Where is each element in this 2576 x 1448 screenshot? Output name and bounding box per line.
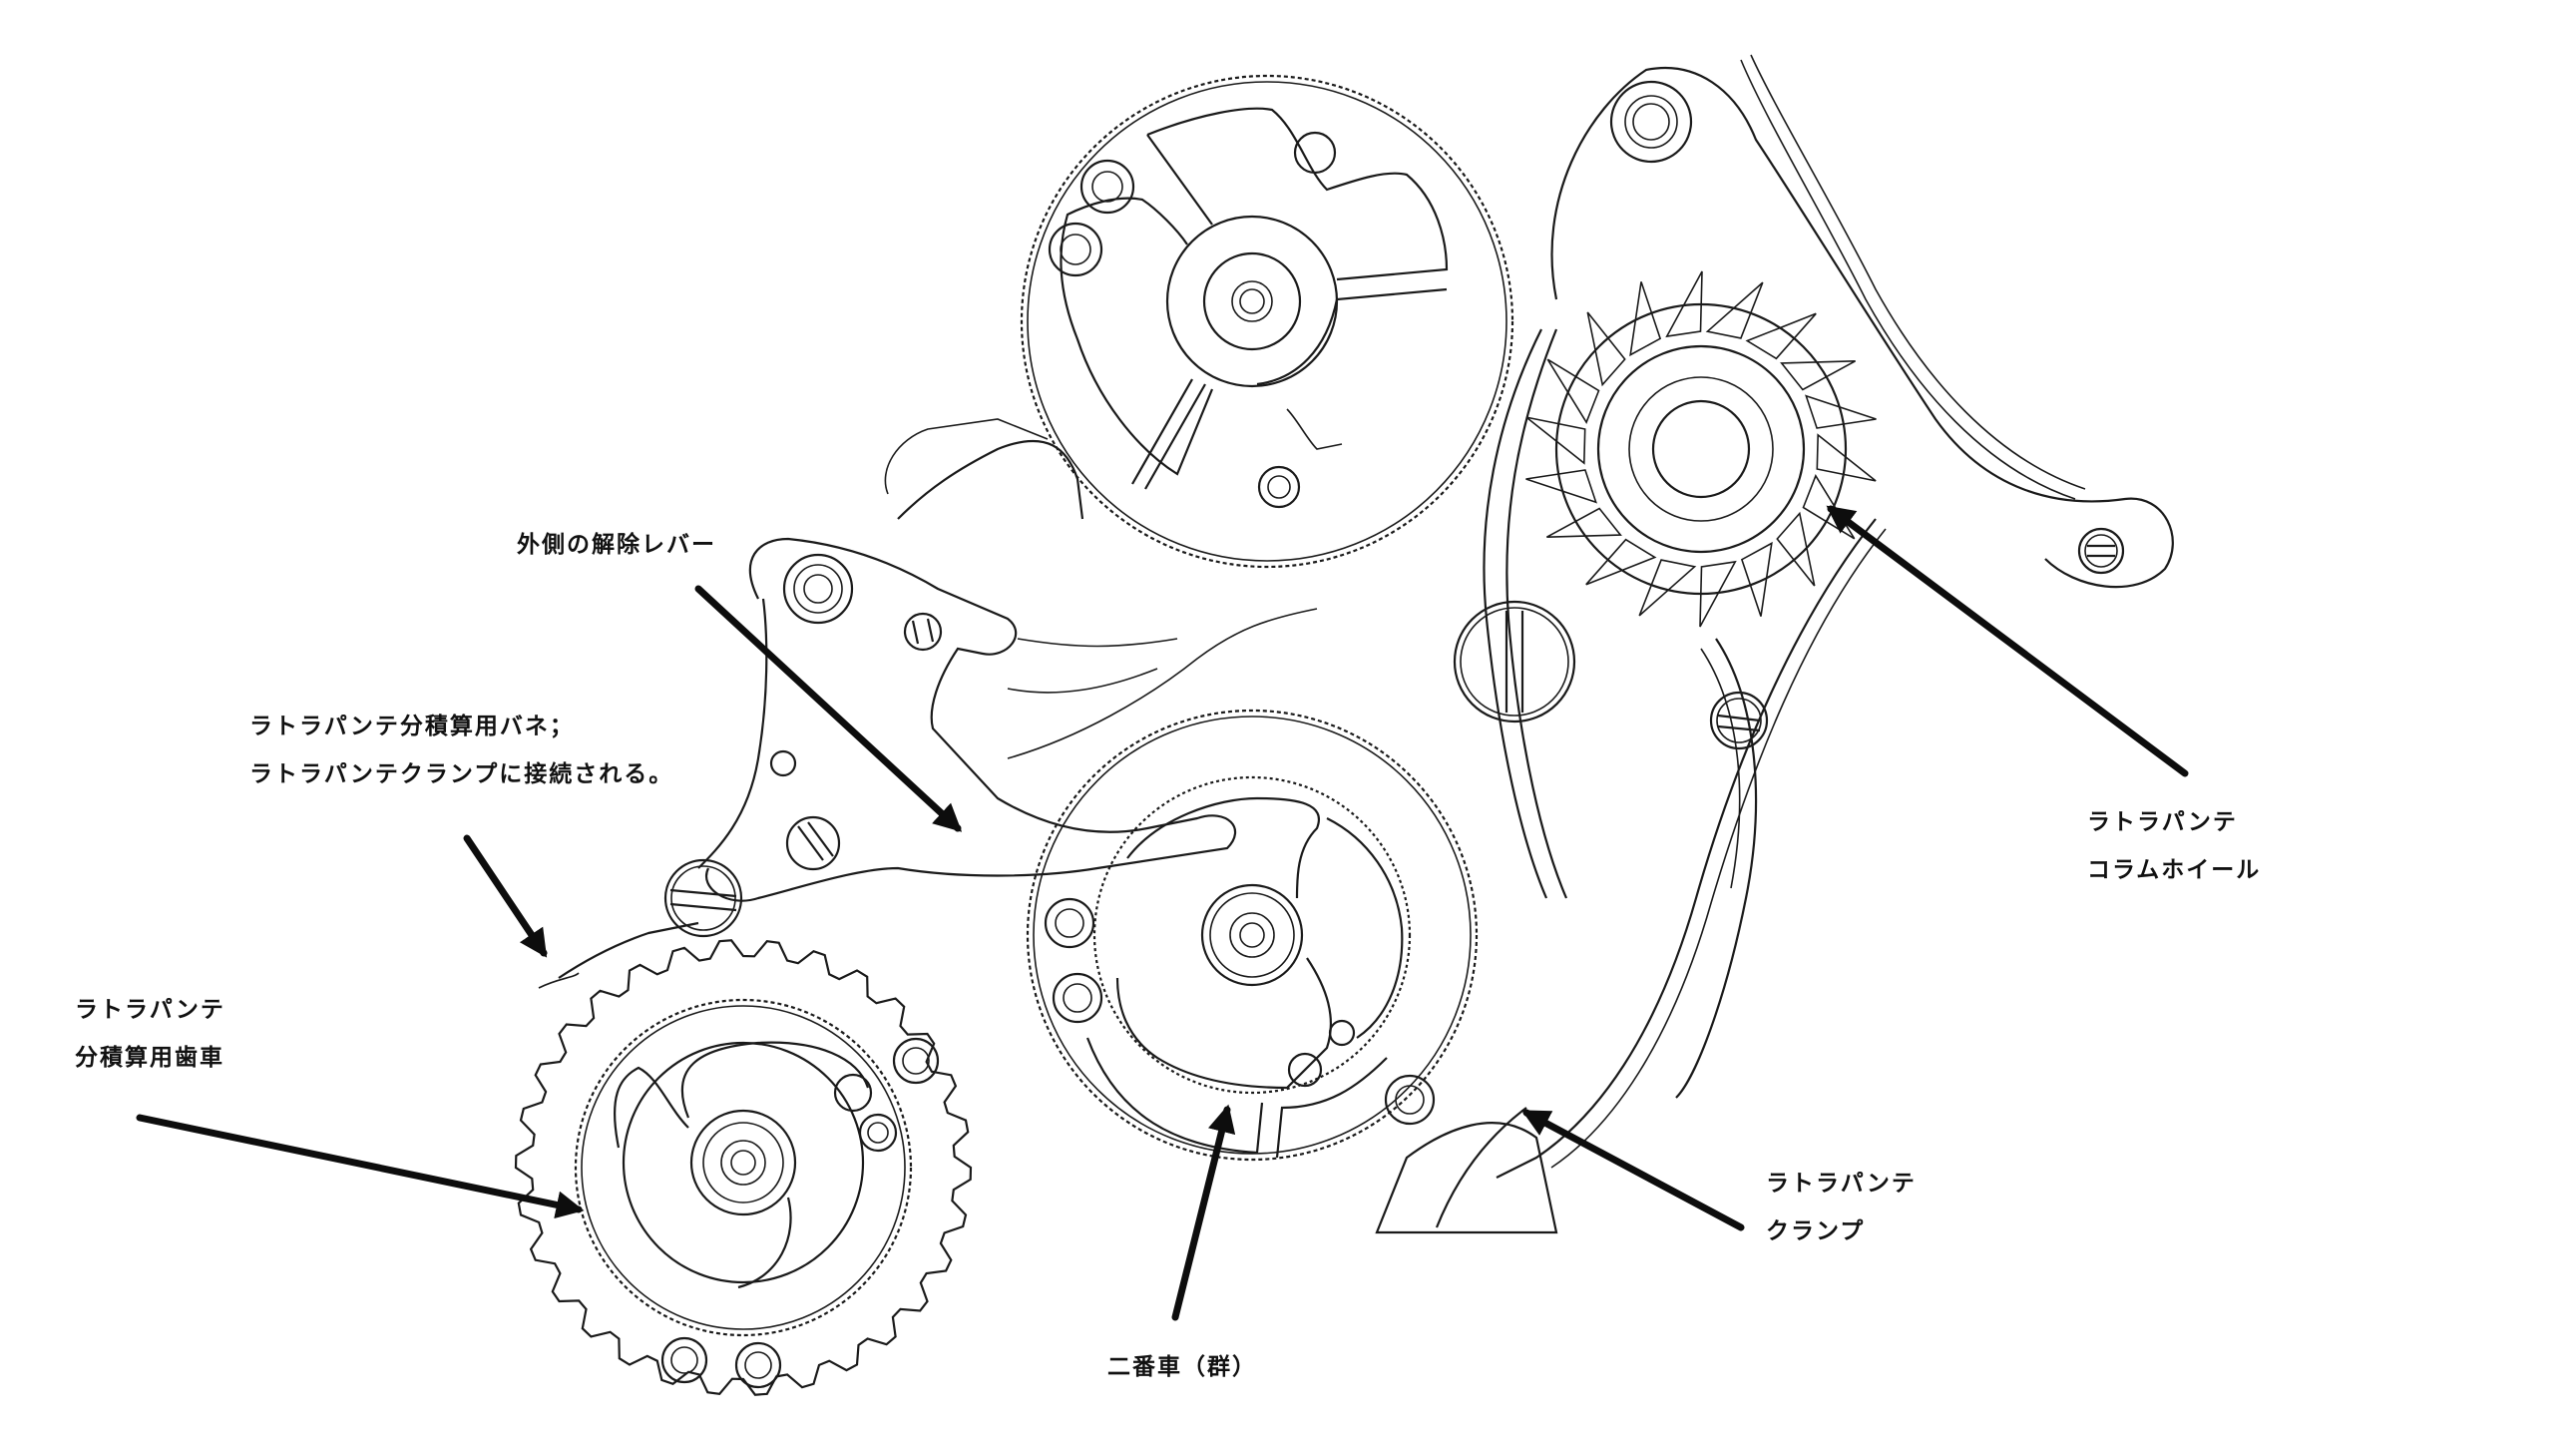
label-isolator-spring: ラトラパンテ分積算用バネ； ラトラパンテクランプに接続される。 [249, 703, 673, 798]
column-wheel-tooth [1629, 281, 1662, 357]
annotation-arrows [136, 505, 2189, 1321]
pivot-bearing [1609, 80, 1693, 164]
column-wheel [1525, 270, 1877, 628]
column-wheel-tooth [1745, 312, 1817, 360]
label-outer-release-lever: 外側の解除レバー [517, 521, 716, 569]
label-line: ラトラパンテ分積算用バネ； [249, 714, 575, 739]
label-column-wheel: ラトラパンテ コラムホイール [2087, 798, 2261, 894]
label-line: 外側の解除レバー [517, 532, 716, 558]
column-wheel-tooth [1776, 511, 1816, 587]
screws [663, 527, 2125, 938]
column-wheel-tooth [1638, 559, 1697, 617]
column-wheel-tooth [1816, 433, 1877, 482]
release-lever [538, 378, 1318, 989]
arrow-minute-counter-wheel [136, 1114, 585, 1219]
arrow-second-wheel [1171, 1104, 1236, 1321]
label-line: 二番車（群） [1107, 1354, 1257, 1380]
column-wheel-tooth [1805, 394, 1877, 429]
arrow-outer-release-lever [694, 585, 963, 832]
label-line: ラトラパンテ [75, 997, 225, 1023]
minute-counter-wheel [514, 939, 973, 1396]
column-wheel-tooth [1525, 469, 1597, 504]
top-wheel [1020, 74, 1514, 569]
column-wheel-tooth [1699, 560, 1737, 628]
column-wheel-tooth [1546, 358, 1600, 424]
label-line: コラムホイール [2087, 857, 2262, 883]
column-wheel-tooth [1546, 507, 1622, 538]
arrow-clamp [1521, 1109, 1745, 1231]
column-wheel-tooth [1780, 360, 1856, 391]
label-clamp: ラトラパンテ クランプ [1766, 1160, 1917, 1255]
column-wheel-tooth [1585, 538, 1657, 586]
label-line: ラトラパンテ [2087, 809, 2238, 835]
label-line: クランプ [1766, 1218, 1866, 1244]
column-wheel-tooth [1586, 311, 1626, 387]
arrow-column-wheel [1826, 505, 2189, 777]
column-wheel-tooth [1705, 281, 1764, 339]
column-wheel-tooth [1740, 541, 1773, 617]
arrow-isolator-spring [463, 834, 548, 958]
column-wheel-tooth [1525, 416, 1586, 465]
column-wheel-tooth [1665, 270, 1703, 338]
label-line: ラトラパンテクランプに接続される。 [249, 761, 674, 787]
label-line: ラトラパンテ [1766, 1171, 1917, 1197]
bridge-outline [1375, 54, 2174, 1234]
label-minute-counter-wheel: ラトラパンテ 分積算用歯車 [75, 986, 225, 1082]
label-line: 分積算用歯車 [75, 1045, 224, 1071]
minute-counter-outer-teeth [514, 939, 973, 1396]
second-wheel [1026, 709, 1479, 1162]
label-second-wheel: 二番車（群） [1107, 1343, 1257, 1391]
